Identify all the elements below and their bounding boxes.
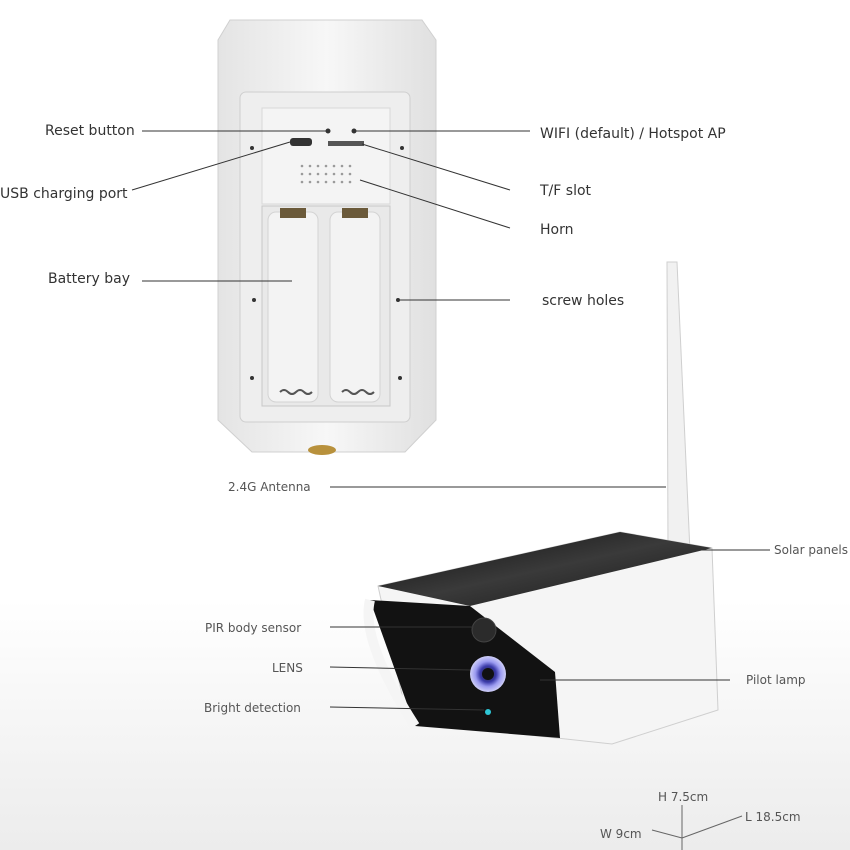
label-length: L 18.5cm (745, 810, 801, 824)
camera-front (363, 531, 719, 745)
label-reset-button: Reset button (45, 123, 135, 139)
label-battery-bay: Battery bay (48, 271, 131, 287)
wifi-button (351, 128, 357, 134)
solar-panel (378, 532, 712, 606)
reset-button (325, 128, 331, 134)
tf-slot (328, 141, 364, 146)
label-horn: Horn (540, 222, 574, 238)
antenna (666, 261, 691, 553)
label-lens: LENS (272, 661, 303, 675)
camera-back (217, 19, 437, 455)
bright-sensor (485, 709, 491, 715)
pir-sensor (471, 617, 497, 643)
label-usb-port: USB charging port (0, 186, 128, 202)
label-solar-panels: Solar panels (774, 543, 848, 557)
label-width: W 9cm (600, 827, 642, 841)
dimension-axes (651, 805, 743, 850)
usb-port (290, 138, 312, 146)
label-wifi: WIFI (default) / Hotspot AP (540, 126, 726, 142)
label-antenna: 2.4G Antenna (228, 480, 311, 494)
screw-holes (250, 146, 404, 380)
label-pir-sensor: PIR body sensor (205, 621, 302, 635)
leader-lines (131, 130, 770, 711)
label-height: H 7.5cm (658, 790, 709, 804)
label-bright-detection: Bright detection (204, 701, 301, 715)
label-screw-holes: screw holes (542, 293, 625, 309)
label-tf-slot: T/F slot (540, 183, 592, 199)
label-pilot-lamp: Pilot lamp (746, 673, 806, 687)
horn-grille (300, 164, 352, 184)
